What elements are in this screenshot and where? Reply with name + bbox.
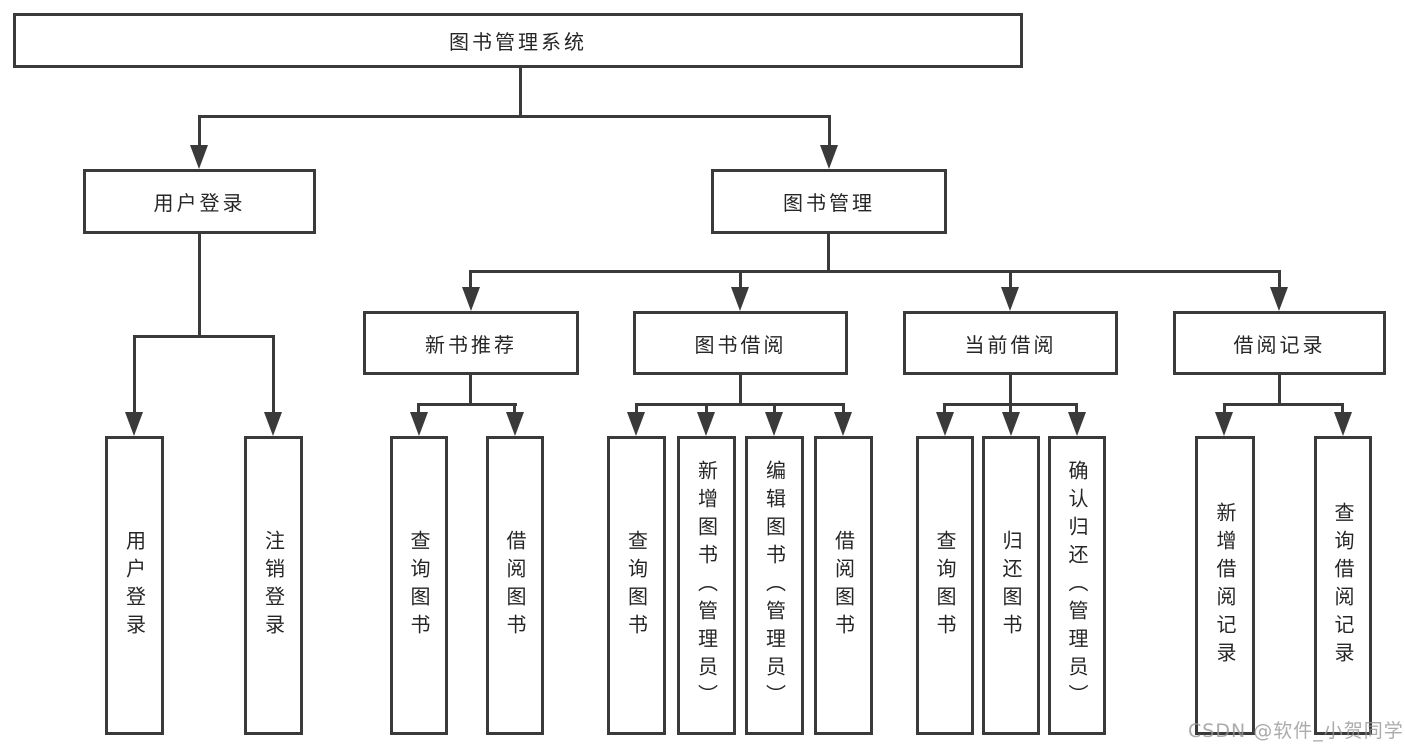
leaf-label: 借阅图书	[831, 529, 856, 642]
leaf-label: 新增图书（管理员）	[694, 459, 719, 712]
connector-bar	[198, 115, 831, 118]
leaf-label: 查询图书	[933, 529, 957, 642]
connector-stem	[1341, 403, 1344, 415]
arrow-down-icon	[1334, 412, 1352, 436]
node-label: 新书推荐	[425, 332, 517, 357]
connector-stem	[943, 403, 946, 415]
arrow-down-icon	[1270, 287, 1288, 311]
arrow-down-icon	[125, 412, 143, 436]
leaf-borrow-books: 借阅图书	[814, 436, 873, 735]
leaf-logout-login: 注销登录	[244, 436, 303, 735]
arrow-down-icon	[190, 145, 208, 169]
leaf-label: 查询图书	[624, 529, 649, 642]
leaf-borrow-books: 借阅图书	[486, 436, 544, 735]
arrow-down-icon	[410, 412, 428, 436]
connector-stem	[1075, 403, 1078, 415]
node-book-borrowing: 图书借阅	[633, 311, 848, 375]
node-label: 借阅记录	[1233, 332, 1326, 357]
node-label: 图书借阅	[694, 332, 787, 357]
arrow-down-icon	[1001, 287, 1019, 311]
leaf-label: 用户登录	[122, 529, 147, 642]
connector-stem	[1009, 375, 1012, 406]
arrow-down-icon	[765, 412, 783, 436]
connector-stem	[1278, 375, 1281, 406]
node-library-system: 图书管理系统	[13, 13, 1023, 68]
leaf-search-books: 查询图书	[390, 436, 448, 735]
node-current-borrowing: 当前借阅	[903, 311, 1118, 375]
leaf-add-borrow-record: 新增借阅记录	[1195, 436, 1255, 735]
node-label: 图书管理系统	[449, 30, 587, 54]
arrow-down-icon	[506, 412, 524, 436]
leaf-user-login: 用户登录	[105, 436, 164, 735]
connector-bar	[635, 403, 845, 406]
node-user-login: 用户登录	[83, 169, 316, 234]
connector-stem	[198, 115, 201, 148]
node-book-management: 图书管理	[711, 169, 947, 234]
arrow-down-icon	[936, 412, 954, 436]
leaf-add-book-admin: 新增图书（管理员）	[677, 436, 736, 735]
leaf-label: 注销登录	[261, 529, 286, 642]
connector-stem	[1009, 403, 1012, 415]
connector-bar	[133, 335, 275, 338]
leaf-label: 借阅图书	[503, 529, 527, 642]
connector-stem	[828, 115, 831, 148]
leaf-edit-book-admin: 编辑图书（管理员）	[745, 436, 804, 735]
connector-stem	[1278, 270, 1281, 290]
node-borrowing-records: 借阅记录	[1173, 311, 1386, 375]
leaf-label: 查询借阅记录	[1331, 501, 1355, 670]
connector-stem	[272, 335, 275, 415]
leaf-search-books: 查询图书	[916, 436, 974, 735]
connector-stem	[635, 403, 638, 415]
arrow-down-icon	[834, 412, 852, 436]
connector-stem	[198, 234, 201, 338]
connector-stem	[842, 403, 845, 415]
node-label: 当前借阅	[964, 332, 1057, 357]
connector-stem	[519, 68, 522, 118]
connector-stem	[1009, 270, 1012, 290]
arrow-down-icon	[627, 412, 645, 436]
leaf-confirm-return-admin: 确认归还（管理员）	[1048, 436, 1106, 735]
leaf-label: 新增借阅记录	[1213, 501, 1237, 670]
arrow-down-icon	[697, 412, 715, 436]
connector-bar	[1223, 403, 1344, 406]
leaf-search-borrow-record: 查询借阅记录	[1314, 436, 1372, 735]
arrow-down-icon	[820, 145, 838, 169]
leaf-search-books: 查询图书	[607, 436, 666, 735]
arrow-down-icon	[1215, 412, 1233, 436]
leaf-label: 查询图书	[407, 529, 431, 642]
connector-bar	[469, 270, 1281, 273]
connector-stem	[773, 403, 776, 415]
node-label: 用户登录	[153, 191, 246, 215]
connector-stem	[705, 403, 708, 415]
connector-stem	[417, 403, 420, 415]
connector-stem	[513, 403, 516, 415]
connector-stem	[469, 375, 472, 406]
arrow-down-icon	[1002, 412, 1020, 436]
node-label: 图书管理	[783, 191, 875, 215]
arrow-down-icon	[462, 287, 480, 311]
leaf-label: 归还图书	[999, 529, 1023, 642]
arrow-down-icon	[731, 287, 749, 311]
leaf-label: 编辑图书（管理员）	[762, 459, 787, 712]
connector-stem	[739, 270, 742, 290]
node-new-book-recommendation: 新书推荐	[363, 311, 579, 375]
arrow-down-icon	[1068, 412, 1086, 436]
connector-stem	[1223, 403, 1226, 415]
watermark: CSDN @软件_小贺同学	[1188, 720, 1404, 742]
leaf-return-book: 归还图书	[982, 436, 1040, 735]
arrow-down-icon	[264, 412, 282, 436]
connector-stem	[133, 335, 136, 415]
connector-bar	[417, 403, 517, 406]
connector-stem	[827, 234, 830, 273]
connector-stem	[469, 270, 472, 290]
leaf-label: 确认归还（管理员）	[1065, 459, 1089, 712]
connector-stem	[739, 375, 742, 406]
